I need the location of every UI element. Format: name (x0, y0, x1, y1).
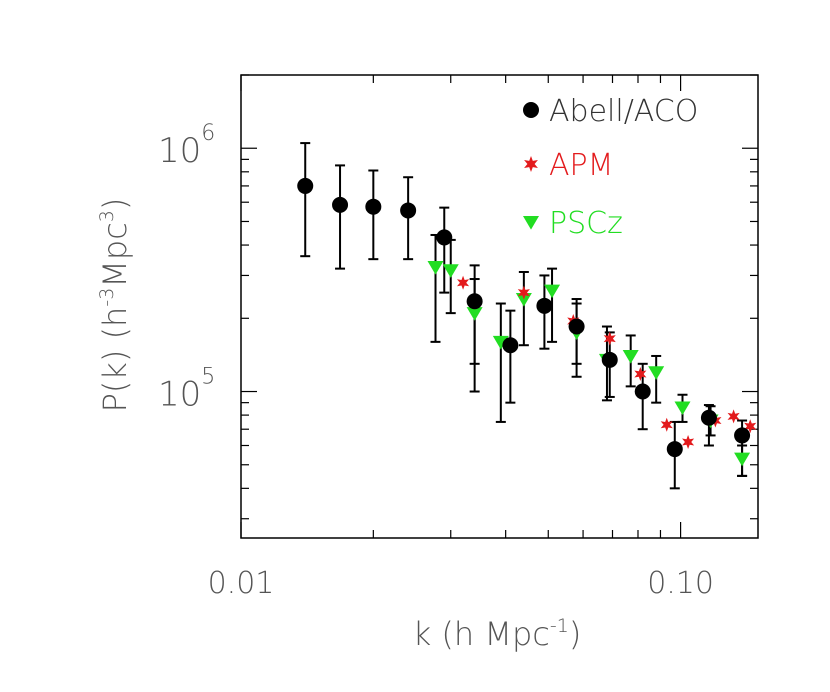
data-point (682, 435, 695, 450)
legend: Abell/ACO APM PSCz (523, 94, 698, 241)
y-axis-label-sup2: 3 (96, 210, 118, 222)
data-point (502, 337, 519, 354)
y-axis-label-p2: Mpc (96, 222, 134, 288)
data-point (601, 351, 618, 368)
data-point (568, 318, 585, 335)
data-point (622, 349, 639, 364)
axis-ticks (240, 74, 758, 538)
x-tick-label: 0.01 (208, 566, 275, 601)
y-axis-label-p1: P(k) (h (96, 307, 134, 413)
legend-marker (523, 216, 539, 230)
data-point (436, 229, 453, 246)
y-tick-label-exp: 5 (201, 365, 215, 390)
data-point (674, 401, 691, 416)
data-point (466, 307, 483, 321)
y-axis-label-sup1: -3 (96, 288, 118, 307)
data-point (634, 383, 651, 400)
y-tick-label-base: 10 (158, 131, 201, 171)
data-point (734, 452, 751, 467)
legend-label: APM (549, 148, 614, 183)
markers-abell-aco (297, 177, 751, 458)
legend-marker (523, 102, 539, 118)
data-point (365, 198, 382, 215)
data-point (634, 367, 647, 382)
data-point (544, 284, 561, 299)
legend-label: Abell/ACO (549, 94, 698, 129)
data-point (666, 441, 683, 458)
data-point (734, 427, 751, 444)
x-tick-labels: 0.01 0.10 (208, 566, 714, 601)
data-point (400, 202, 417, 219)
y-tick-label: 106 (158, 121, 215, 171)
y-tick-label-base: 10 (158, 375, 201, 415)
y-tick-label: 105 (158, 365, 215, 415)
data-point (332, 196, 349, 213)
data-point (727, 409, 740, 424)
x-axis-label-base: k (h Mpc (413, 615, 550, 653)
data-point (427, 260, 444, 275)
plot-area (297, 142, 757, 490)
legend-label: PSCz (549, 206, 623, 241)
data-point (536, 297, 553, 314)
data-point (492, 335, 509, 350)
x-axis-label-tail: ) (569, 615, 581, 653)
data-point (744, 419, 757, 434)
data-point (660, 417, 673, 432)
data-point (603, 331, 616, 346)
data-point (466, 293, 483, 310)
data-point (515, 293, 532, 307)
plot-frame (240, 74, 759, 539)
data-point (700, 409, 717, 426)
y-axis-label: P(k) (h-3Mpc3) (96, 198, 134, 413)
series-pscz (430, 233, 748, 477)
data-point (457, 275, 470, 290)
y-tick-label-exp: 6 (201, 121, 215, 146)
legend-marker (524, 156, 538, 172)
data-point (648, 366, 665, 380)
x-axis-label: k (h Mpc-1) (413, 615, 582, 653)
data-point (297, 177, 314, 194)
x-axis-label-sup: -1 (550, 615, 569, 637)
x-tick-label: 0.10 (647, 566, 714, 601)
data-point (517, 285, 530, 300)
y-axis-label-tail: ) (96, 198, 134, 210)
data-point (442, 264, 459, 278)
